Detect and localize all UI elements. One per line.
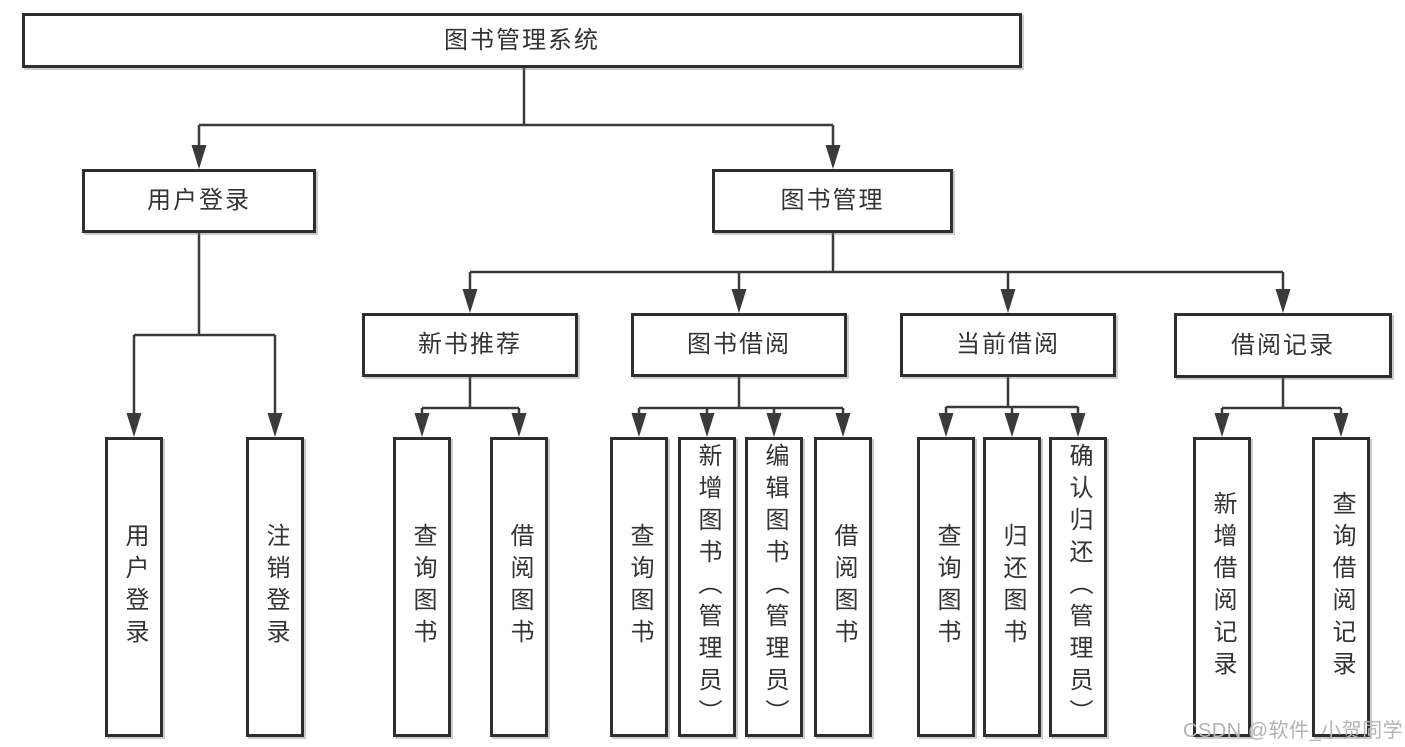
node-label: 借阅记录 [1231,331,1335,359]
node-label: 查询图书 [409,523,436,651]
arrowheads [126,145,1349,437]
leaf-return-books: 归还图书 [983,437,1041,737]
node-label: 确认归还（管理员） [1065,443,1092,731]
node-label: 图书管理系统 [444,26,600,54]
node-book-borrowing: 图书借阅 [631,313,847,377]
node-new-book-recommendation: 新书推荐 [362,313,578,377]
node-label: 图书借阅 [687,331,791,358]
node-label: 查询借阅记录 [1328,491,1355,683]
leaf-borrow-books-borrowing: 借阅图书 [814,437,872,737]
leaf-query-books-borrowing: 查询图书 [610,437,668,737]
leaf-add-books-admin: 新增图书（管理员） [678,437,736,737]
leaf-query-borrow-record: 查询借阅记录 [1312,437,1370,737]
node-library-management-system: 图书管理系统 [22,13,1022,68]
node-label: 借阅图书 [506,523,533,651]
node-label: 查询图书 [626,523,653,651]
node-label: 新增借阅记录 [1209,491,1236,683]
node-label: 注销登录 [262,523,289,651]
node-label: 编辑图书（管理员） [761,443,788,731]
node-label: 借阅图书 [830,523,857,651]
node-label: 当前借阅 [956,331,1060,358]
leaf-query-books-recommend: 查询图书 [393,437,451,737]
leaf-query-books-current: 查询图书 [917,437,975,737]
node-label: 用户登录 [121,523,148,651]
node-label: 用户登录 [147,187,251,214]
leaf-logout-login: 注销登录 [246,437,304,737]
leaf-add-borrow-record: 新增借阅记录 [1193,437,1251,737]
watermark-csdn: CSDN @软件_小贺同学 [1183,720,1404,742]
node-label: 新增图书（管理员） [694,443,721,731]
node-label: 查询图书 [933,523,960,651]
leaf-borrow-books-recommend: 借阅图书 [490,437,548,737]
node-user-login: 用户登录 [82,169,316,233]
leaf-confirm-return-admin: 确认归还（管理员） [1049,437,1107,737]
node-book-management: 图书管理 [712,169,953,233]
node-borrowing-records: 借阅记录 [1174,313,1392,378]
node-current-borrowing: 当前借阅 [900,313,1116,377]
node-label: 新书推荐 [418,331,522,358]
leaf-user-login: 用户登录 [105,437,163,737]
leaf-edit-books-admin: 编辑图书（管理员） [745,437,803,737]
node-label: 图书管理 [780,187,885,214]
node-label: 归还图书 [999,523,1026,651]
